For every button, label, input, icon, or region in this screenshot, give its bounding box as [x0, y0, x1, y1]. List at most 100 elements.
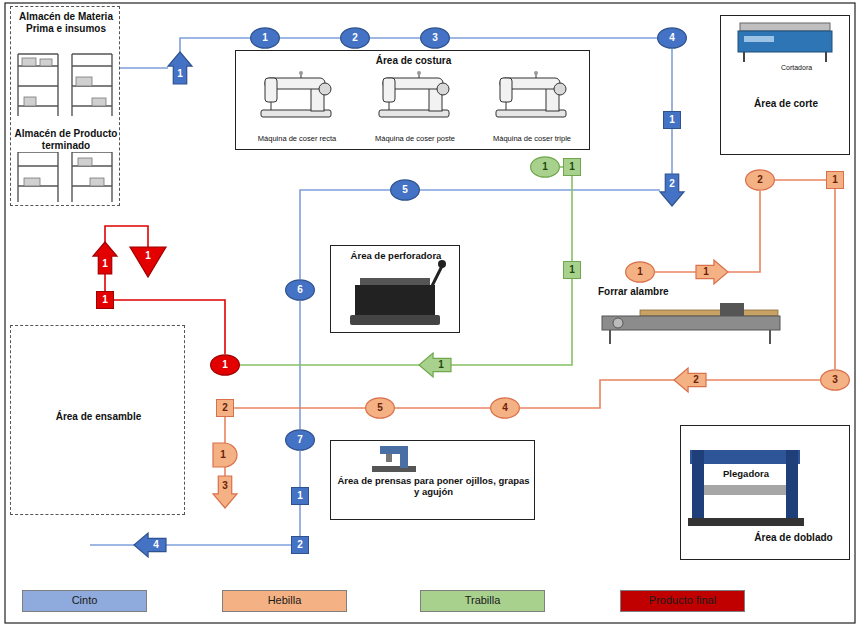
bending-machine [786, 450, 798, 520]
stored-boxes [40, 59, 52, 66]
sewing-machine [271, 102, 272, 110]
transport-arrow-outline [419, 353, 451, 377]
area-title: Plegadora [711, 468, 781, 479]
flow-line [105, 226, 148, 247]
punching-area: Área de perforadora [330, 245, 460, 333]
delay-symbol: 1 [213, 443, 237, 467]
stored-boxes [22, 58, 106, 186]
transport-arrow-outline [660, 174, 684, 206]
flow-line [834, 189, 836, 369]
operation-circle: 1 [210, 354, 240, 376]
transport-arrow-outline [696, 260, 728, 284]
shelving-illustration [57, 152, 58, 202]
operation-circle: 4 [490, 397, 520, 419]
sewing-machine [534, 71, 538, 75]
sewing-machine [437, 83, 449, 95]
operation-circle-outline [531, 157, 560, 177]
step-number: 3 [432, 33, 438, 43]
step-number: 1 [703, 267, 709, 277]
step-number: 1 [220, 450, 226, 460]
label-slot: Forrar alambre [598, 286, 708, 298]
area-title: Área de costura [241, 55, 586, 67]
process-label: Forrar alambre [598, 286, 708, 298]
flow-line [671, 49, 673, 111]
stored-boxes [78, 158, 92, 166]
operation-circle: 2 [745, 169, 775, 191]
transport-arrow: 1 [419, 353, 451, 377]
transport-arrow-outline [213, 476, 237, 508]
shelving-illustration [18, 165, 58, 166]
flow-line [280, 37, 340, 39]
step-number: 4 [502, 403, 508, 413]
step-number: 1 [102, 259, 108, 269]
stored-boxes [90, 178, 104, 186]
operation-circle: 3 [820, 369, 850, 391]
cutting-machine [738, 23, 832, 62]
punching-machine [438, 260, 446, 268]
press-machine [386, 454, 392, 462]
text-slot: Máquina de coser triple [476, 134, 588, 143]
legend-swatch: Cinto [22, 590, 147, 612]
flow-line [224, 417, 226, 443]
transport-arrow-outline [93, 242, 117, 274]
step-number: 4 [153, 540, 159, 550]
inspection-square: 1 [96, 291, 114, 309]
step-number: 1 [637, 267, 643, 277]
area-title: Área de ensamble [16, 411, 181, 423]
step-number: 1 [542, 162, 548, 172]
transport-arrow-outline [419, 353, 451, 377]
wire-covering-machine [602, 303, 780, 344]
flow-line [370, 37, 420, 39]
area-label: Área de corte [726, 98, 846, 110]
step-number: 2 [222, 403, 228, 413]
sewing-machine [319, 83, 331, 95]
operation-circle-outline [366, 398, 395, 418]
transport-arrow: 2 [660, 174, 684, 206]
wire-covering-machine [769, 330, 771, 344]
operation-circle-outline [391, 180, 420, 200]
flow-line-extension [90, 544, 134, 546]
inspection-square: 1 [826, 171, 844, 189]
shelving-illustration [18, 85, 58, 86]
legend-swatch: Producto final [620, 590, 745, 612]
bending-machine [692, 450, 704, 520]
bending-machine [690, 450, 800, 464]
operation-circle: 1 [530, 156, 560, 178]
area-title: Almacén de Materia Prima e insumos [14, 11, 118, 35]
assembly-area: Área de ensamble [10, 325, 185, 515]
operation-circle: 5 [390, 179, 420, 201]
operation-circle-outline [286, 430, 315, 450]
step-number: 7 [297, 435, 303, 445]
area-label: Máquina de coser recta [241, 134, 353, 143]
step-number: 3 [222, 481, 228, 491]
outer-frame [5, 3, 855, 623]
bending-machine [704, 485, 786, 495]
operation-circle: 1 [625, 261, 655, 283]
text-slot: Área de prensas para poner ojillos, grap… [336, 475, 531, 498]
flow-line [299, 505, 301, 536]
transport-arrow-outline [168, 52, 192, 84]
bending-area: PlegadoraÁrea de doblado [680, 425, 850, 560]
sewing-machine [417, 71, 421, 75]
text-slot: Área de costura [241, 55, 586, 67]
flow-line [655, 271, 696, 273]
legend-text: Cinto [72, 594, 98, 607]
operation-circle-outline [746, 170, 775, 190]
sewing-machine [383, 78, 395, 102]
step-number: 1 [262, 33, 268, 43]
flow-line [224, 467, 226, 476]
transport-arrow: 1 [696, 260, 728, 284]
step-number: 1 [438, 360, 444, 370]
step-number: 2 [352, 33, 358, 43]
inspection-square: 1 [563, 261, 581, 279]
flow-line [451, 279, 572, 365]
warehouse-area: Almacén de Materia Prima e insumosAlmacé… [10, 6, 120, 206]
operation-circle-outline [821, 370, 850, 390]
legend-swatch: Trabilla [420, 590, 545, 612]
step-number: 3 [832, 375, 838, 385]
stored-boxes [22, 58, 36, 66]
flow-line [728, 191, 760, 272]
bending-machine [688, 518, 804, 526]
